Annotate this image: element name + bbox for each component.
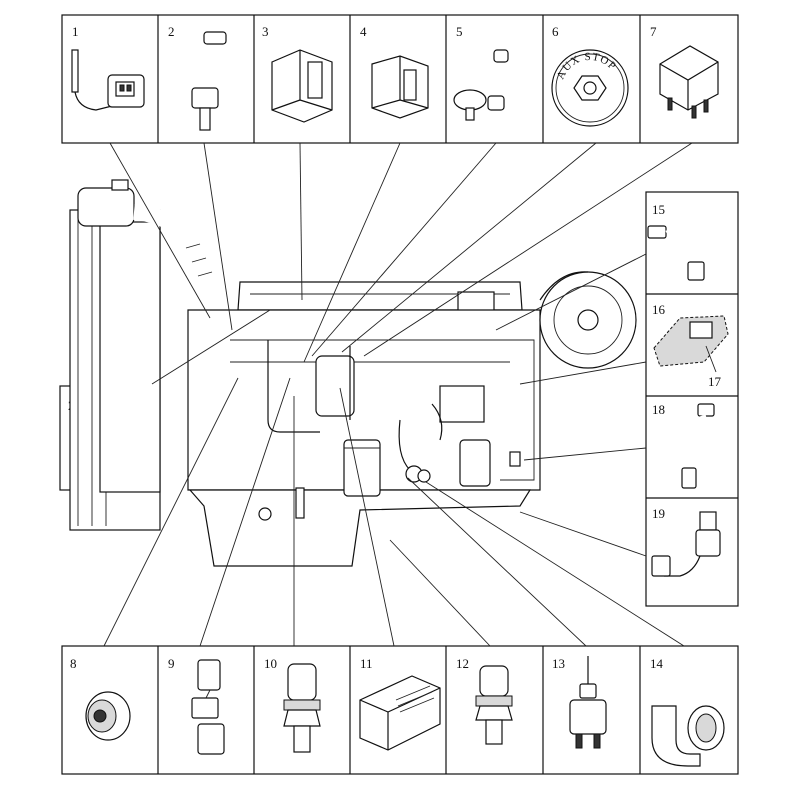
part-3-bracket: 3 — [262, 24, 333, 123]
bottom-panel-row — [61, 645, 739, 775]
part-8-grommet: 8 — [70, 656, 131, 741]
part-9-connector: 9 — [168, 656, 225, 755]
part-8-label: 8 — [70, 656, 77, 671]
part-18-sensor-harness: 18 — [652, 402, 715, 489]
engine-illustration — [69, 179, 637, 567]
part-13-label: 13 — [552, 656, 565, 671]
part-1-label: 1 — [72, 24, 79, 39]
part-17-label: 17 — [708, 374, 722, 389]
part-1-temperature-sensor: 1 — [71, 24, 145, 111]
part-7-label: 7 — [650, 24, 657, 39]
part-19-switch: 19 — [651, 506, 721, 577]
part-15-sensor-cable: 15 — [647, 202, 724, 281]
part-11-ecm-module: 11 — [359, 656, 441, 751]
part-7-relay: 7 — [650, 24, 719, 119]
part-10-pressure-sensor: 10 — [264, 656, 321, 753]
part-11-label: 11 — [360, 656, 373, 671]
part-19-label: 19 — [652, 506, 665, 521]
part-16-actuator: 16 17 — [652, 302, 729, 389]
part-12-label: 12 — [456, 656, 469, 671]
part-6-aux-stop-button: 6 AUX STOP — [551, 24, 629, 127]
part-13-connector-plug: 13 — [552, 656, 607, 749]
part-4-label: 4 — [360, 24, 367, 39]
part-4-bracket: 4 — [360, 24, 429, 119]
part-14-label: 14 — [650, 656, 664, 671]
part-15-label: 15 — [652, 202, 665, 217]
part-10-label: 10 — [264, 656, 277, 671]
part-2-speed-sensor: 2 — [168, 24, 227, 131]
part-14-elbow-fitting: 14 — [650, 656, 725, 767]
part-12-pressure-sensor: 12 — [456, 656, 513, 745]
right-panel-column — [645, 191, 739, 607]
part-3-label: 3 — [262, 24, 269, 39]
part-2-label: 2 — [168, 24, 175, 39]
part-5-label: 5 — [456, 24, 463, 39]
part-9-label: 9 — [168, 656, 175, 671]
part-6-label: 6 — [552, 24, 559, 39]
leader-lines — [103, 142, 693, 647]
part-18-label: 18 — [652, 402, 665, 417]
part-5-pressure-sensor: 5 — [453, 24, 522, 121]
part-16-label: 16 — [652, 302, 666, 317]
